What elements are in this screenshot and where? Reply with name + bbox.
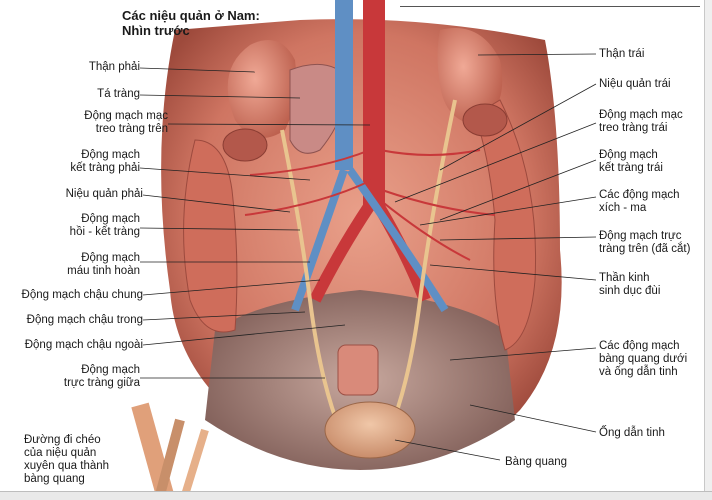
rectum-shape [337, 344, 379, 396]
label-than-phai: Thận phải [88, 61, 140, 73]
iliac-vein-right [291, 168, 348, 312]
label-dm-truc-trang-tren: Động mạch trực tràng trên (đã cắt) [599, 230, 691, 255]
label-bang-quang: Bàng quang [505, 456, 568, 468]
inset-ureter-diagram [131, 402, 209, 498]
transverse-cut-right [222, 128, 268, 162]
common-iliac-right [309, 201, 375, 303]
right-kidney-shape [227, 40, 297, 138]
label-dm-chau-trong: Động mạch chậu trong [26, 314, 143, 326]
label-dm-hoi-ket-trang: Động mạch hồi - kết tràng [69, 213, 140, 238]
label-dm-mac-treo-trang-trai: Động mạch mạc treo tràng trái [599, 109, 683, 134]
ascending-colon-shape [183, 139, 238, 333]
label-dm-chau-chung: Động mạch chậu chung [21, 289, 143, 301]
label-dm-truc-trang-giua: Động mạch trực tràng giữa [63, 364, 140, 389]
leader-lines-left [139, 67, 371, 379]
label-dm-mau-tinh-hoan: Động mạch máu tinh hoàn [67, 252, 140, 277]
figure-title-line1: Các niệu quản ở Nam: [122, 8, 260, 23]
label-than-trai: Thận trái [599, 48, 645, 60]
descending-colon-shape [474, 99, 537, 351]
label-nieu-quan-trai: Niệu quản trái [599, 78, 671, 90]
label-ta-trang: Tá tràng [97, 88, 140, 100]
label-dm-chau-ngoai: Động mạch chậu ngoài [24, 339, 143, 351]
label-dm-mac-treo-trang-tren: Động mạch mạc treo tràng trên [84, 110, 168, 135]
label-dm-ket-trang-trai: Động mạch kết tràng trái [599, 149, 663, 174]
left-ureter-shape [388, 99, 457, 431]
label-duong-di-cheo: Đường đi chéo của niệu quản xuyên qua th… [24, 434, 110, 485]
label-cac-dm-bang-quang-duoi: Các động mạch bàng quang dưới và ống dẫn… [599, 340, 688, 378]
label-than-kinh-sinh-duc-dui: Thần kinh sinh dục đùi [599, 272, 661, 297]
window-border-bottom [0, 491, 712, 500]
label-nieu-quan-phai: Niệu quản phải [65, 188, 143, 200]
label-ong-dan-tinh: Ống dẫn tinh [599, 427, 665, 439]
window-border-right [704, 0, 712, 499]
bladder-shape [324, 401, 416, 459]
right-ureter-shape [280, 129, 342, 431]
transverse-cut-left [462, 103, 508, 137]
leader-lines-right [394, 53, 597, 461]
aorta-shape [363, 0, 385, 210]
top-rule [400, 6, 700, 7]
figure-title: Các niệu quản ở Nam: Nhìn trước [122, 8, 260, 38]
ivc-shape [335, 0, 353, 170]
iliac-vein-left [346, 167, 449, 313]
label-dm-ket-trang-phai: Động mạch kết tràng phải [70, 149, 140, 174]
label-cac-dm-xich-ma: Các động mạch xích - ma [599, 189, 680, 214]
figure-title-line2: Nhìn trước [122, 23, 190, 38]
